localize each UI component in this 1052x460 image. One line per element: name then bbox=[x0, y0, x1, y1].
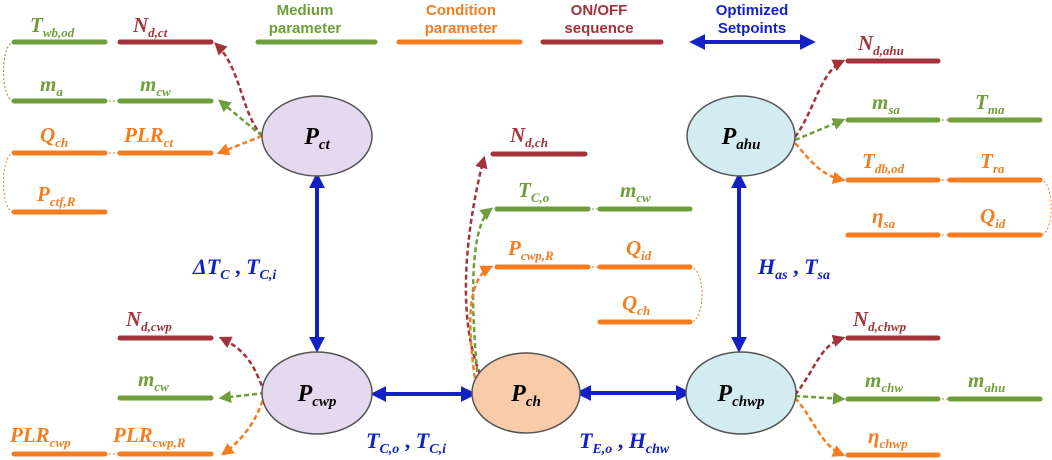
label-chwp-mchw: mchw bbox=[865, 368, 903, 395]
connector-chwp-mchw bbox=[794, 392, 846, 405]
legend-condition: Condition parameter bbox=[396, 2, 523, 45]
nodes: Pct Pcwp Pch Pahu Pchwp bbox=[261, 95, 797, 435]
label-cwp-nd: Nd,cwp bbox=[125, 307, 172, 334]
connector-ct-nd bbox=[214, 42, 263, 137]
legend-medium-line1: Medium bbox=[277, 2, 334, 19]
link-ahu-chwp-label: Has , Tsa bbox=[757, 254, 830, 283]
legend-onoff-line2: sequence bbox=[564, 20, 633, 37]
label-ct-twb-od: Twb,od bbox=[30, 13, 75, 40]
connector-chwp-nd bbox=[794, 334, 846, 396]
connectors bbox=[214, 42, 846, 457]
setpoint-links: ΔTC , TC,i Has , Tsa TC,o , TC,i TE,o , … bbox=[192, 172, 830, 457]
pair-qch-pctf bbox=[3, 152, 15, 213]
connector-ch-tco bbox=[471, 207, 493, 381]
label-cwp-plr: PLRcwp bbox=[9, 423, 71, 450]
connector-chwp-eta bbox=[794, 397, 846, 457]
legend-setpoint: Optimized Setpoints bbox=[689, 2, 816, 50]
label-chwp-eta: ηchwp bbox=[868, 424, 908, 451]
node-cwp-shape bbox=[261, 351, 373, 435]
label-ahu-qid: Qid bbox=[980, 204, 1006, 231]
connector-cwp-mcw bbox=[218, 390, 266, 404]
node-cwp: Pcwp bbox=[261, 351, 373, 435]
legend-setpoint-line1: Optimized bbox=[716, 2, 789, 19]
legend-onoff-line1: ON/OFF bbox=[571, 2, 628, 19]
link-cwp-ch-label: TC,o , TC,i bbox=[366, 428, 446, 457]
link-ct-cwp-label: ΔTC , TC,i bbox=[192, 254, 276, 283]
node-cwp-label: Pcwp bbox=[297, 381, 337, 410]
pair-twb-ma bbox=[3, 41, 15, 102]
node-ch-label: Pch bbox=[510, 381, 541, 410]
node-chwp: Pchwp bbox=[685, 351, 797, 435]
label-ahu-eta: ηsa bbox=[872, 204, 896, 231]
legend-condition-line2: parameter bbox=[425, 20, 498, 37]
link-ch-chwp-label: TE,o , Hchw bbox=[579, 428, 670, 457]
node-ch: Pch bbox=[471, 352, 581, 434]
label-ch-pcwp: Pcwp,R bbox=[507, 236, 554, 263]
connector-cwp-plr bbox=[220, 392, 267, 456]
connector-ahu-msa bbox=[794, 118, 846, 142]
label-chwp-nd: Nd,chwp bbox=[852, 307, 907, 334]
connector-cwp-nd bbox=[218, 336, 267, 394]
label-cwp-mcw: mcw bbox=[138, 367, 169, 394]
node-ct-shape bbox=[261, 95, 373, 177]
node-ahu-shape bbox=[686, 95, 796, 177]
label-ch-qch: Qch bbox=[622, 291, 650, 318]
node-ch-shape bbox=[471, 352, 581, 434]
parameter-bars bbox=[11, 39, 1043, 458]
label-ct-qch: Qch bbox=[40, 123, 68, 150]
connector-ahu-nd bbox=[793, 59, 846, 138]
legend: Medium parameter Condition parameter ON/… bbox=[255, 2, 816, 50]
label-ahu-tma: Tma bbox=[975, 90, 1005, 117]
label-ch-tco: TC,o bbox=[518, 178, 550, 205]
connector-ct-plr bbox=[216, 134, 263, 156]
node-ahu-label: Pahu bbox=[721, 124, 761, 153]
label-chwp-mahu: mahu bbox=[968, 368, 1005, 395]
connector-ahu-tdb bbox=[794, 142, 846, 184]
label-ahu-tdb: Tdb,od bbox=[862, 149, 905, 176]
label-ct-nd: Nd,ct bbox=[132, 13, 168, 40]
label-ct-mcw: mcw bbox=[140, 72, 171, 99]
node-ahu: Pahu bbox=[686, 95, 796, 177]
connector-ct-mcw bbox=[218, 99, 263, 137]
pair-qid-qch bbox=[689, 266, 703, 323]
legend-medium: Medium parameter bbox=[255, 2, 378, 45]
label-ahu-tra: Tra bbox=[980, 149, 1005, 176]
label-ct-pctf: Pctf,R bbox=[36, 182, 76, 209]
connector-ch-nd bbox=[464, 155, 488, 375]
connector-ch-pcwp bbox=[469, 265, 494, 387]
node-ct-label: Pct bbox=[303, 124, 330, 153]
label-ct-plr: PLRct bbox=[123, 123, 173, 150]
label-ch-mcw: mcw bbox=[620, 178, 651, 205]
label-ahu-nd: Nd,ahu bbox=[857, 31, 904, 58]
label-ahu-msa: msa bbox=[872, 90, 900, 117]
pair-tra-qid bbox=[1039, 179, 1052, 236]
node-chwp-shape bbox=[685, 351, 797, 435]
label-ch-qid: Qid bbox=[626, 236, 652, 263]
node-ct: Pct bbox=[261, 95, 373, 177]
node-chwp-label: Pchwp bbox=[716, 381, 765, 410]
label-ch-nd: Nd,ch bbox=[509, 123, 548, 150]
legend-condition-line1: Condition bbox=[426, 2, 496, 19]
label-cwp-plrr: PLRcwp,R bbox=[112, 423, 186, 450]
legend-setpoint-line2: Setpoints bbox=[718, 20, 786, 37]
label-ct-ma: ma bbox=[40, 72, 63, 99]
legend-onoff: ON/OFF sequence bbox=[540, 2, 664, 45]
legend-medium-line2: parameter bbox=[269, 20, 342, 37]
parameter-labels: Twb,od Nd,ct ma mcw Qch PLRct Pctf,R Nd,… bbox=[9, 13, 1006, 451]
